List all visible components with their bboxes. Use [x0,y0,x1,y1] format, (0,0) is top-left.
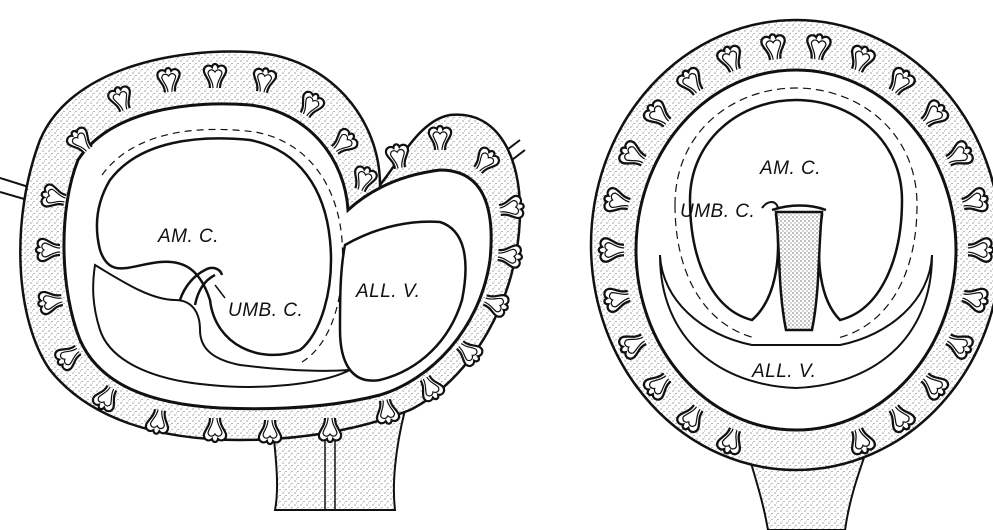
right-umbilical-cord [776,212,822,330]
right-label-umbilical-cord: UMB. C. [680,201,755,222]
right-label-allantoic-vesicle: ALL. V. [751,361,816,382]
right-figure: AM. C. UMB. C. ALL. V. [591,20,993,530]
right-label-amniotic-cavity: AM. C. [759,158,821,179]
left-label-umbilical-cord: UMB. C. [228,300,303,321]
left-label-allantoic-vesicle: ALL. V. [355,281,420,302]
left-figure: AM. C. UMB. C. ALL. V. [0,52,526,510]
left-label-amniotic-cavity: AM. C. [157,226,219,247]
